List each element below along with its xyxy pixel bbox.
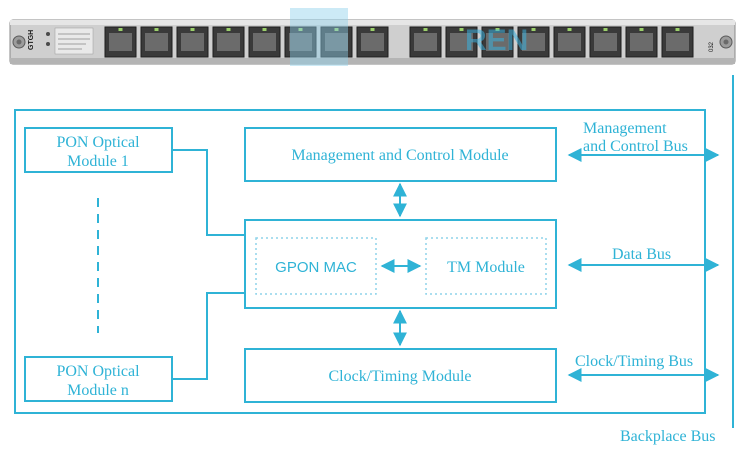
pon-1-connector xyxy=(172,149,245,236)
mgmt-bus-label-line2: and Control Bus xyxy=(583,138,688,155)
board-panel: GTGH REN 032 xyxy=(9,8,736,66)
panel-top-edge xyxy=(10,20,735,25)
backplane-bus-label: Backplace Bus xyxy=(620,428,716,445)
sfp-port-opening-icon xyxy=(594,33,617,51)
status-led-icon xyxy=(46,32,50,36)
port-led-icon xyxy=(639,28,644,31)
mgmt-bus-label-line1: Management xyxy=(583,120,667,137)
sfp-port-opening-icon xyxy=(109,33,132,51)
pon-module-n-label-line1: PON Optical xyxy=(56,363,140,380)
tm-module-label: TM Module xyxy=(447,259,525,276)
clock-timing-module-label: Clock/Timing Module xyxy=(329,368,472,385)
pon-module-1-label-line2: Module 1 xyxy=(67,153,129,170)
watermark-text: REN xyxy=(465,24,528,57)
status-led2-icon xyxy=(46,42,50,46)
sfp-port-opening-icon xyxy=(217,33,240,51)
port-led-icon xyxy=(154,28,159,31)
panel-barcode-label xyxy=(54,27,94,55)
port-led-icon xyxy=(298,28,303,31)
port-led-icon xyxy=(675,28,680,31)
sfp-port-opening-icon xyxy=(289,33,312,51)
sfp-port-opening-icon xyxy=(558,33,581,51)
sfp-port-opening-icon xyxy=(486,33,509,51)
sfp-port-opening-icon xyxy=(361,33,384,51)
watermark-badge xyxy=(290,8,348,66)
port-led-icon xyxy=(603,28,608,31)
gpon-mac-label: GPON MAC xyxy=(275,259,357,276)
tm-module-block xyxy=(425,237,547,295)
clock-bus-label: Clock/Timing Bus xyxy=(575,353,693,370)
port-led-icon xyxy=(118,28,123,31)
panel-barcode-lines xyxy=(58,33,90,50)
central-processing-block xyxy=(244,219,557,309)
port-led-icon xyxy=(226,28,231,31)
panel-slot-label: 032 xyxy=(709,41,715,52)
management-control-module-label: Management and Control Module xyxy=(291,147,508,164)
pon-module-1-label-line1: PON Optical xyxy=(56,134,140,151)
pon-module-n-label-line2: Module n xyxy=(67,382,129,399)
port-led-icon xyxy=(423,28,428,31)
management-control-module xyxy=(244,127,557,182)
port-led-icon xyxy=(495,28,500,31)
sfp-port-group xyxy=(104,26,694,58)
port-led-icon xyxy=(531,28,536,31)
gpon-mac-block xyxy=(255,237,377,295)
left-screw-head-icon xyxy=(16,39,22,45)
sfp-port-opening-icon xyxy=(414,33,437,51)
pon-n-connector xyxy=(172,292,245,380)
right-screw-head-icon xyxy=(723,39,729,45)
port-led-icon xyxy=(262,28,267,31)
port-led-icon xyxy=(370,28,375,31)
sfp-port-opening-icon xyxy=(145,33,168,51)
port-led-icon xyxy=(190,28,195,31)
sfp-port-opening-icon xyxy=(181,33,204,51)
panel-bottom-edge xyxy=(10,58,735,64)
sfp-port-opening-icon xyxy=(630,33,653,51)
sfp-port-opening-icon xyxy=(522,33,545,51)
sfp-port-opening-icon xyxy=(666,33,689,51)
clock-timing-module xyxy=(244,348,557,403)
sfp-port-opening-icon xyxy=(450,33,473,51)
sfp-port-opening-icon xyxy=(325,33,348,51)
port-led-icon xyxy=(567,28,572,31)
port-led-icon xyxy=(334,28,339,31)
sfp-port-opening-icon xyxy=(253,33,276,51)
port-led-icon xyxy=(459,28,464,31)
data-bus-label: Data Bus xyxy=(612,246,671,263)
panel-brand-label: GTGH xyxy=(28,30,35,50)
